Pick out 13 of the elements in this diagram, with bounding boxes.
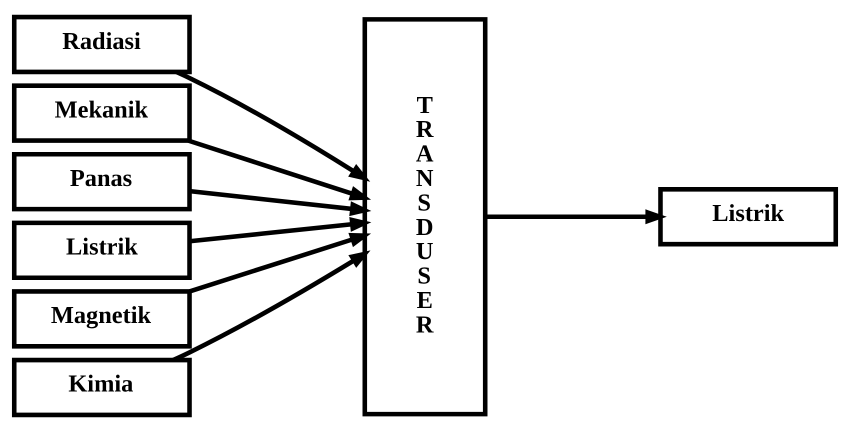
node-box: Listrik [12,220,192,280]
node-box: Magnetik [12,289,192,349]
arrow [189,217,372,244]
node-box: Kimia [12,358,192,418]
arrow [189,188,372,216]
node-box: Listrik [658,187,838,246]
node-box: Mekanik [12,83,192,143]
node-box: Radiasi [12,14,192,74]
arrow [188,138,372,200]
node-box: Panas [12,152,192,212]
arrow [485,209,667,224]
arrow [188,232,372,294]
node-box: T R A N S D U S E R [362,17,488,416]
